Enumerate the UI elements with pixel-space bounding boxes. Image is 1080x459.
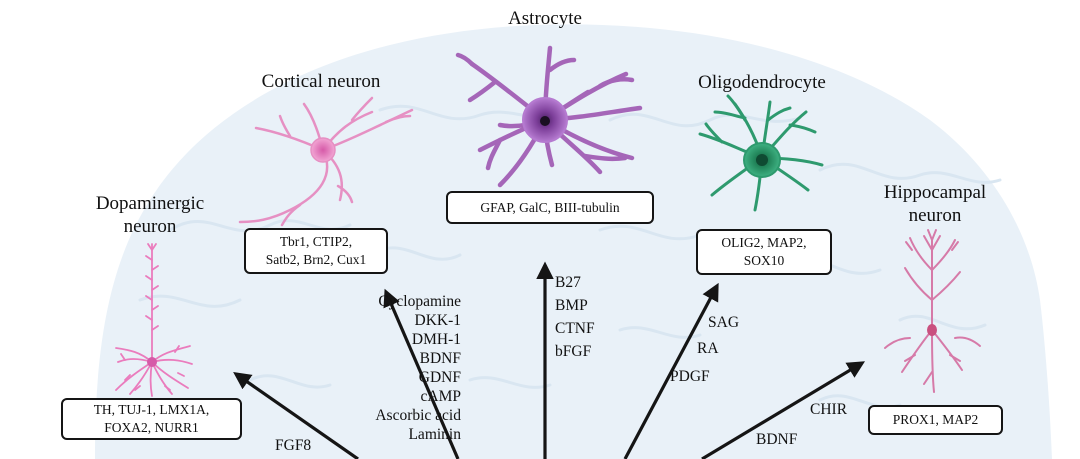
cortical-neuron-title-text: Cortical neuron bbox=[261, 71, 381, 92]
hippocampal-marker-line: PROX1, MAP2 bbox=[892, 412, 979, 427]
arrow-to-hippocampal bbox=[701, 361, 866, 459]
arrow-to-cortical bbox=[383, 288, 460, 459]
astrocyte-title: Astrocyte bbox=[495, 7, 595, 30]
oligodendrocyte-marker-line: SOX10 bbox=[743, 253, 785, 268]
astrocyte-marker-box: GFAP, GalC, BIII-tubulin bbox=[446, 191, 654, 224]
cortical-factor: Cyclopamine bbox=[378, 293, 461, 310]
arrow-to-oligodendrocyte bbox=[623, 282, 719, 459]
oligodendrocyte-factor-list-ra: RA bbox=[697, 339, 719, 358]
dopaminergic-marker-line: FOXA2, NURR1 bbox=[104, 420, 199, 435]
hippocampal-title-line: neuron bbox=[908, 205, 962, 226]
cortical-neuron-factor-list: Cyclopamine DKK-1 DMH-1 BDNF GDNF cAMP A… bbox=[375, 292, 461, 444]
dopaminergic-marker-line: TH, TUJ-1, LMX1A, bbox=[93, 402, 210, 417]
cortical-factor: DMH-1 bbox=[411, 331, 461, 348]
arrows bbox=[233, 261, 866, 459]
oligodendrocyte-title-text: Oligodendrocyte bbox=[698, 72, 826, 93]
dopaminergic-title-line: neuron bbox=[123, 216, 177, 237]
oligodendrocyte-illustration bbox=[698, 94, 824, 212]
cortical-neuron-title: Cortical neuron bbox=[243, 70, 399, 93]
oligodendrocyte-factor: PDGF bbox=[670, 368, 710, 385]
cortical-factor: Laminin bbox=[408, 426, 461, 443]
hippocampal-factor-bdnf: BDNF bbox=[756, 430, 797, 449]
cortical-neuron-illustration bbox=[238, 96, 414, 227]
cortical-factor: BDNF bbox=[419, 350, 461, 367]
astrocyte-factor-list: B27 BMP CTNF bFGF bbox=[555, 273, 595, 361]
dopaminergic-neuron-title: Dopaminergic neuron bbox=[80, 192, 220, 238]
cortical-marker-line: Satb2, Brn2, Cux1 bbox=[265, 252, 367, 267]
dopaminergic-title-line: Dopaminergic bbox=[95, 193, 205, 214]
oligodendrocyte-marker-box: OLIG2, MAP2, SOX10 bbox=[696, 229, 832, 275]
cortical-factor: DKK-1 bbox=[414, 312, 462, 329]
oligodendrocyte-title: Oligodendrocyte bbox=[680, 71, 844, 94]
dopaminergic-neuron-illustration bbox=[115, 243, 193, 397]
dopaminergic-factor-list: FGF8 bbox=[275, 436, 311, 455]
cortical-factor: cAMP bbox=[420, 388, 461, 405]
astrocyte-factor: CTNF bbox=[555, 320, 595, 337]
oligodendrocyte-marker-line: OLIG2, MAP2, bbox=[721, 235, 807, 250]
oligodendrocyte-factor: SAG bbox=[708, 314, 740, 331]
astrocyte-title-text: Astrocyte bbox=[508, 8, 582, 29]
arrow-to-dopaminergic bbox=[233, 371, 359, 459]
astrocyte-factor: B27 bbox=[555, 274, 581, 291]
cortical-marker-line: Tbr1, CTIP2, bbox=[279, 234, 353, 249]
hippocampal-factor: CHIR bbox=[810, 401, 848, 418]
cortical-neuron-marker-box: Tbr1, CTIP2, Satb2, Brn2, Cux1 bbox=[244, 228, 388, 274]
brain-background bbox=[95, 24, 1052, 459]
astrocyte-marker-line: GFAP, GalC, BIII-tubulin bbox=[480, 199, 620, 215]
astrocyte-factor: bFGF bbox=[555, 343, 592, 360]
hippocampal-neuron-illustration bbox=[884, 229, 981, 393]
cortical-factor: GDNF bbox=[418, 369, 461, 386]
cortical-factor: Ascorbic acid bbox=[375, 407, 461, 424]
hippocampal-neuron-marker-box: PROX1, MAP2 bbox=[868, 405, 1003, 435]
hippocampal-neuron-title: Hippocampal neuron bbox=[860, 181, 1010, 227]
hippocampal-factor: BDNF bbox=[756, 431, 798, 448]
astrocyte-cell-illustration bbox=[455, 45, 643, 188]
oligodendrocyte-factor-list-pdgf: PDGF bbox=[670, 367, 710, 386]
hippocampal-factor-chir: CHIR bbox=[810, 400, 847, 419]
oligodendrocyte-factor-list-sag: SAG bbox=[708, 313, 739, 332]
oligodendrocyte-factor: RA bbox=[697, 340, 719, 357]
hippocampal-title-line: Hippocampal bbox=[883, 182, 987, 203]
dopaminergic-factor: FGF8 bbox=[275, 437, 312, 454]
dopaminergic-neuron-marker-box: TH, TUJ-1, LMX1A, FOXA2, NURR1 bbox=[61, 398, 242, 440]
astrocyte-factor: BMP bbox=[555, 297, 588, 314]
